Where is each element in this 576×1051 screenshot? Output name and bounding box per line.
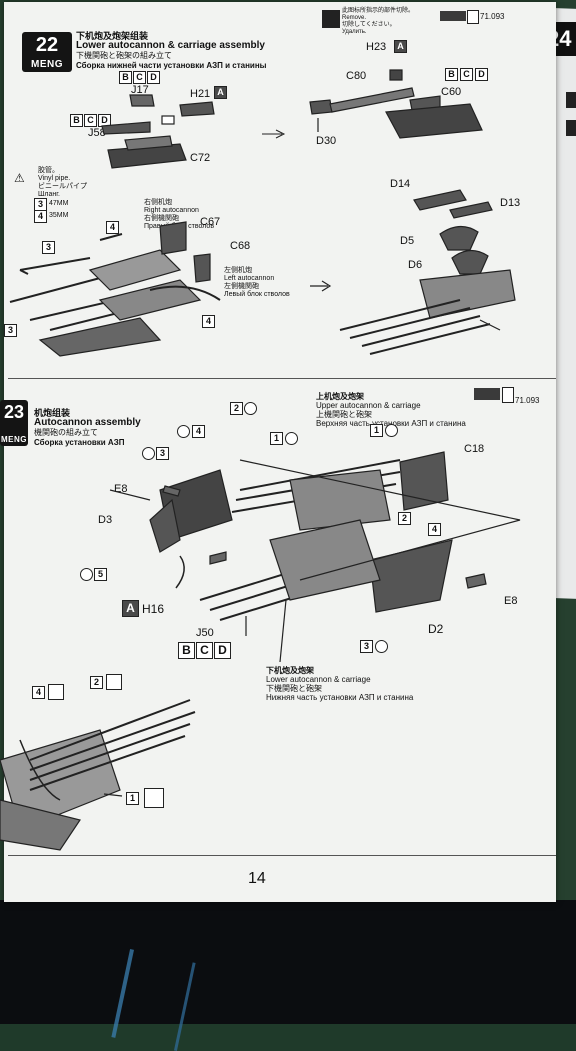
step-divider: [8, 378, 556, 379]
label-d13: D13: [500, 197, 521, 209]
left-autocannon-label: 左侧机炮 Left autocannon 左側機関砲 Левый блок ст…: [224, 267, 290, 298]
brush-icon: [467, 10, 479, 24]
label-d3: D3: [98, 514, 113, 526]
box-letter-b: B: [70, 114, 83, 127]
box-letter-a: A: [122, 600, 139, 617]
cut-marker-icon: [177, 425, 190, 438]
next-page-marker: [566, 120, 576, 136]
step-22-badge: 22 MENG: [22, 32, 72, 72]
next-page-marker: [566, 92, 576, 108]
hourglass-icon: [106, 674, 122, 690]
step-4-box: 4: [428, 523, 441, 536]
box-letter-a: A: [394, 40, 407, 53]
label-d2: D2: [428, 622, 444, 636]
label-d6: D6: [408, 259, 423, 271]
step-4-box: 4: [34, 210, 47, 223]
box-letter-d: D: [475, 68, 488, 81]
size-47mm: 47MM: [49, 200, 69, 207]
assembly-illustration: [0, 69, 521, 851]
step-4-box: 4: [202, 315, 215, 328]
cut-marker-icon: [285, 432, 298, 445]
box-letter-b: B: [178, 642, 195, 659]
label-c80: C80: [346, 70, 367, 82]
box-letter-c: C: [84, 114, 97, 127]
label-c60: C60: [441, 86, 462, 98]
step-1-box: 1: [370, 424, 383, 437]
cut-marker-icon: [375, 640, 388, 653]
step-3-box: 3: [156, 447, 169, 460]
box-letter-c: C: [133, 71, 146, 84]
warning-icon: ⚠: [14, 171, 25, 185]
label-c72: C72: [190, 152, 211, 164]
label-h16: H16: [142, 602, 165, 616]
box-letter-b: B: [119, 71, 132, 84]
step-4-box: 4: [32, 686, 45, 699]
label-c67: C67: [200, 216, 221, 228]
cut-marker-icon: [385, 424, 398, 437]
paint-swatch: [440, 11, 466, 21]
step-4-box: 4: [192, 425, 205, 438]
page-number: 14: [248, 870, 266, 887]
step-3-box: 3: [360, 640, 373, 653]
box-letter-d: D: [147, 71, 160, 84]
label-d14: D14: [390, 178, 411, 190]
upper-autocannon-label: 上机炮及炮架 Upper autocannon & carriage 上機関砲と…: [316, 392, 466, 428]
box-letter-a: A: [214, 86, 227, 99]
lower-autocannon-label: 下机炮及炮架 Lower autocannon & carriage 下機関砲と…: [266, 666, 414, 702]
label-c18: C18: [464, 443, 485, 455]
hourglass-icon: [48, 684, 64, 700]
label-j50: J50: [196, 627, 214, 639]
step-23-title: 机炮组装 Autocannon assembly 機関砲の組み立て Сборка…: [34, 408, 141, 447]
box-letter-b: B: [445, 68, 458, 81]
step-2-box: 2: [90, 676, 103, 689]
step-4-box: 4: [106, 221, 119, 234]
label-d5: D5: [400, 235, 415, 247]
step-22-title: 下机炮及炮架组装 Lower autocannon & carriage ass…: [76, 31, 267, 70]
size-35mm: 35MM: [49, 212, 69, 219]
step-3-box: 3: [42, 241, 55, 254]
cut-marker-icon: [142, 447, 155, 460]
label-e8-right: E8: [504, 595, 518, 607]
hourglass-icon: [144, 788, 164, 808]
step-1-box: 1: [126, 792, 139, 805]
step-5-box: 5: [94, 568, 107, 581]
step-2-box: 2: [230, 402, 243, 415]
cut-marker-icon: [80, 568, 93, 581]
step-1-box: 1: [270, 432, 283, 445]
remove-legend: 此图标所指示的部件切除。 Remove. 切除してください。 Удалить.: [342, 8, 415, 35]
paint-code: 71.093: [480, 12, 505, 21]
box-letter-d: D: [214, 642, 231, 659]
label-d30: D30: [316, 135, 337, 147]
step-3-box: 3: [4, 324, 17, 337]
brush-icon: [502, 387, 514, 403]
box-letter-c: C: [196, 642, 213, 659]
cutter-icon: [322, 10, 340, 28]
label-c68: C68: [230, 240, 251, 252]
dark-table-edge: [0, 900, 576, 1024]
label-j58: J58: [88, 127, 106, 139]
box-letter-c: C: [460, 68, 473, 81]
label-j17: J17: [131, 84, 149, 96]
vinyl-note: 胶管。 Vinyl pipe. ビニールパイプ Шланг.: [38, 167, 87, 198]
step-23-badge: 23 MENG: [0, 400, 28, 446]
page-bottom-rule: [8, 855, 556, 856]
step-2-box: 2: [398, 512, 411, 525]
cut-marker-icon: [244, 402, 257, 415]
label-h21: H21: [190, 88, 211, 100]
paint-code: 71.093: [515, 396, 540, 405]
label-h23: H23: [366, 41, 387, 53]
paint-swatch: [474, 388, 500, 400]
